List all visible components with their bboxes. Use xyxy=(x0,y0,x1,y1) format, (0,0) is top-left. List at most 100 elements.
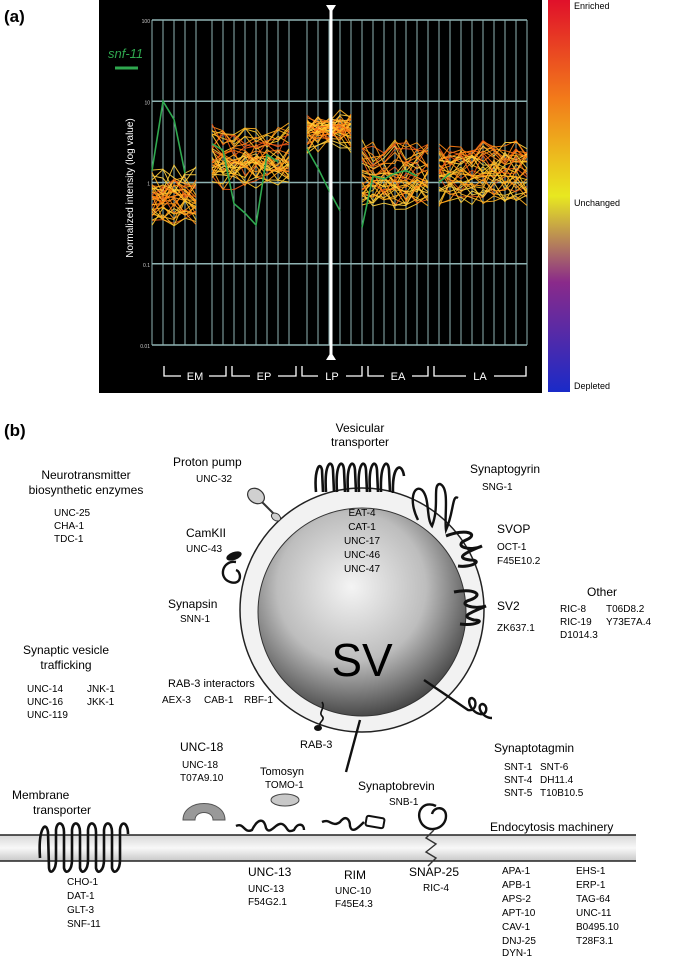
expression-line xyxy=(211,148,290,175)
unc13-icon xyxy=(235,819,306,833)
y-tick-label: 0.01 xyxy=(140,344,150,350)
synaptogyrin-gene: SNG-1 xyxy=(482,482,513,493)
stage-bracket xyxy=(231,366,297,377)
sv-lumen-gene-1: EAT-4 xyxy=(348,508,375,519)
expression-line xyxy=(438,181,528,207)
membrane-transporter-icon xyxy=(38,822,130,873)
membrane-transporter-title-2: transporter xyxy=(33,803,91,817)
panel-b-label: (b) xyxy=(4,421,26,440)
other-gene-2: T06D8.2 xyxy=(606,604,645,615)
tomosyn-icon xyxy=(270,793,300,807)
synaptogyrin-title: Synaptogyrin xyxy=(470,462,540,476)
sv-trafficking-gene-2: JNK-1 xyxy=(87,684,115,695)
stage-bracket xyxy=(301,366,363,377)
svop-gene-2: F45E10.2 xyxy=(497,556,541,567)
expression-line xyxy=(151,193,197,203)
stage-bracket xyxy=(163,366,227,377)
sv-trafficking-gene-5: UNC-119 xyxy=(27,710,68,721)
chart-panel: snf-11 Normalized intensity (log value) … xyxy=(99,0,542,393)
expression-line xyxy=(438,182,528,206)
svop-gene-1: OCT-1 xyxy=(497,542,527,553)
expression-line xyxy=(211,157,290,180)
proton-pump-icon xyxy=(247,487,282,522)
expression-line xyxy=(438,151,528,179)
expression-line xyxy=(306,129,352,153)
rim-gene-2: F45E4.3 xyxy=(335,899,373,910)
sv-lumen-gene-5: UNC-47 xyxy=(344,564,381,575)
expression-line xyxy=(361,141,429,160)
expression-line xyxy=(211,122,290,144)
expression-line xyxy=(361,177,429,202)
plasma-membrane xyxy=(0,834,636,862)
unc18-gene-1: UNC-18 xyxy=(182,760,219,771)
highlight-line xyxy=(151,99,186,174)
expression-line xyxy=(438,141,528,164)
colorbar-bottom-label: Depleted xyxy=(574,381,610,391)
expression-line xyxy=(438,139,528,166)
sv2-icon xyxy=(453,589,487,626)
vesicular-transporter-title-2: transporter xyxy=(331,435,389,449)
expression-line xyxy=(361,174,429,194)
rim-title: RIM xyxy=(344,868,366,882)
unc18-gene-2: T07A9.10 xyxy=(180,773,224,784)
endocytosis-col1-gene-7: DYN-1 xyxy=(502,948,532,958)
expression-line xyxy=(151,184,197,203)
stage-label: EA xyxy=(391,371,406,383)
other-gene-1: RIC-8 xyxy=(560,604,587,615)
expression-line xyxy=(151,198,197,221)
synaptogyrin-icon xyxy=(411,482,459,535)
endocytosis-col1-gene-3: APS-2 xyxy=(502,894,531,905)
other-gene-3: RIC-19 xyxy=(560,617,592,628)
vesicular-transporter-title-1: Vesicular xyxy=(336,421,385,435)
endocytosis-col1-gene-5: CAV-1 xyxy=(502,922,531,933)
neurotransmitter-gene-1: UNC-25 xyxy=(54,508,91,519)
expression-line xyxy=(438,180,528,203)
synaptotagmin-gene-1: SNT-1 xyxy=(504,762,533,773)
highlight-line xyxy=(361,169,418,228)
expression-line xyxy=(211,128,290,153)
membrane-transporter-gene-3: GLT-3 xyxy=(67,905,94,916)
expression-line xyxy=(438,158,528,186)
highlight-gene-label: snf-11 xyxy=(108,46,143,61)
expression-line xyxy=(211,173,290,184)
rab3-interactors-gene-2: CAB-1 xyxy=(204,695,234,706)
grid-lines xyxy=(151,19,528,346)
snap25-title: SNAP-25 xyxy=(409,865,459,879)
unc13-gene-2: F54G2.1 xyxy=(248,897,287,908)
expression-line xyxy=(211,128,290,148)
stage-bracket xyxy=(367,366,429,377)
other-title: Other xyxy=(587,585,617,599)
membrane-transporter-gene-2: DAT-1 xyxy=(67,891,95,902)
expression-line xyxy=(438,149,528,166)
expression-line xyxy=(151,168,196,193)
synapsin-gene: SNN-1 xyxy=(180,614,210,625)
color-bar xyxy=(548,0,570,392)
expression-line xyxy=(151,176,197,197)
endocytosis-col2-gene-4: UNC-11 xyxy=(576,908,612,919)
expression-line xyxy=(361,139,429,163)
highlight-line xyxy=(211,143,279,227)
sv-trafficking-title-1: Synaptic vesicle xyxy=(23,643,109,657)
highlight-line xyxy=(438,172,451,184)
membrane-transporter-title-1: Membrane xyxy=(12,788,70,802)
sv-lumen-gene-4: UNC-46 xyxy=(344,550,381,561)
expression-line xyxy=(438,153,528,166)
endocytosis-col2-gene-2: ERP-1 xyxy=(576,880,606,891)
sv-lumen-gene-2: CAT-1 xyxy=(348,522,376,533)
expression-line xyxy=(306,130,352,153)
other-gene-4: Y73E7A.4 xyxy=(606,617,651,628)
synaptotagmin-icon xyxy=(423,679,493,720)
camkii-gene: UNC-43 xyxy=(186,544,223,555)
endocytosis-col1-gene-1: APA-1 xyxy=(502,866,531,877)
endocytosis-title: Endocytosis machinery xyxy=(490,820,613,834)
expression-line xyxy=(211,142,290,162)
expression-line xyxy=(211,123,290,149)
unc18-icon xyxy=(182,803,226,821)
sv2-title: SV2 xyxy=(497,599,520,613)
expression-line xyxy=(361,178,429,201)
expression-line xyxy=(438,181,528,201)
snap25-gene: RIC-4 xyxy=(423,883,450,894)
expression-line xyxy=(361,179,429,200)
colorbar-middle-label: Unchanged xyxy=(574,198,620,208)
